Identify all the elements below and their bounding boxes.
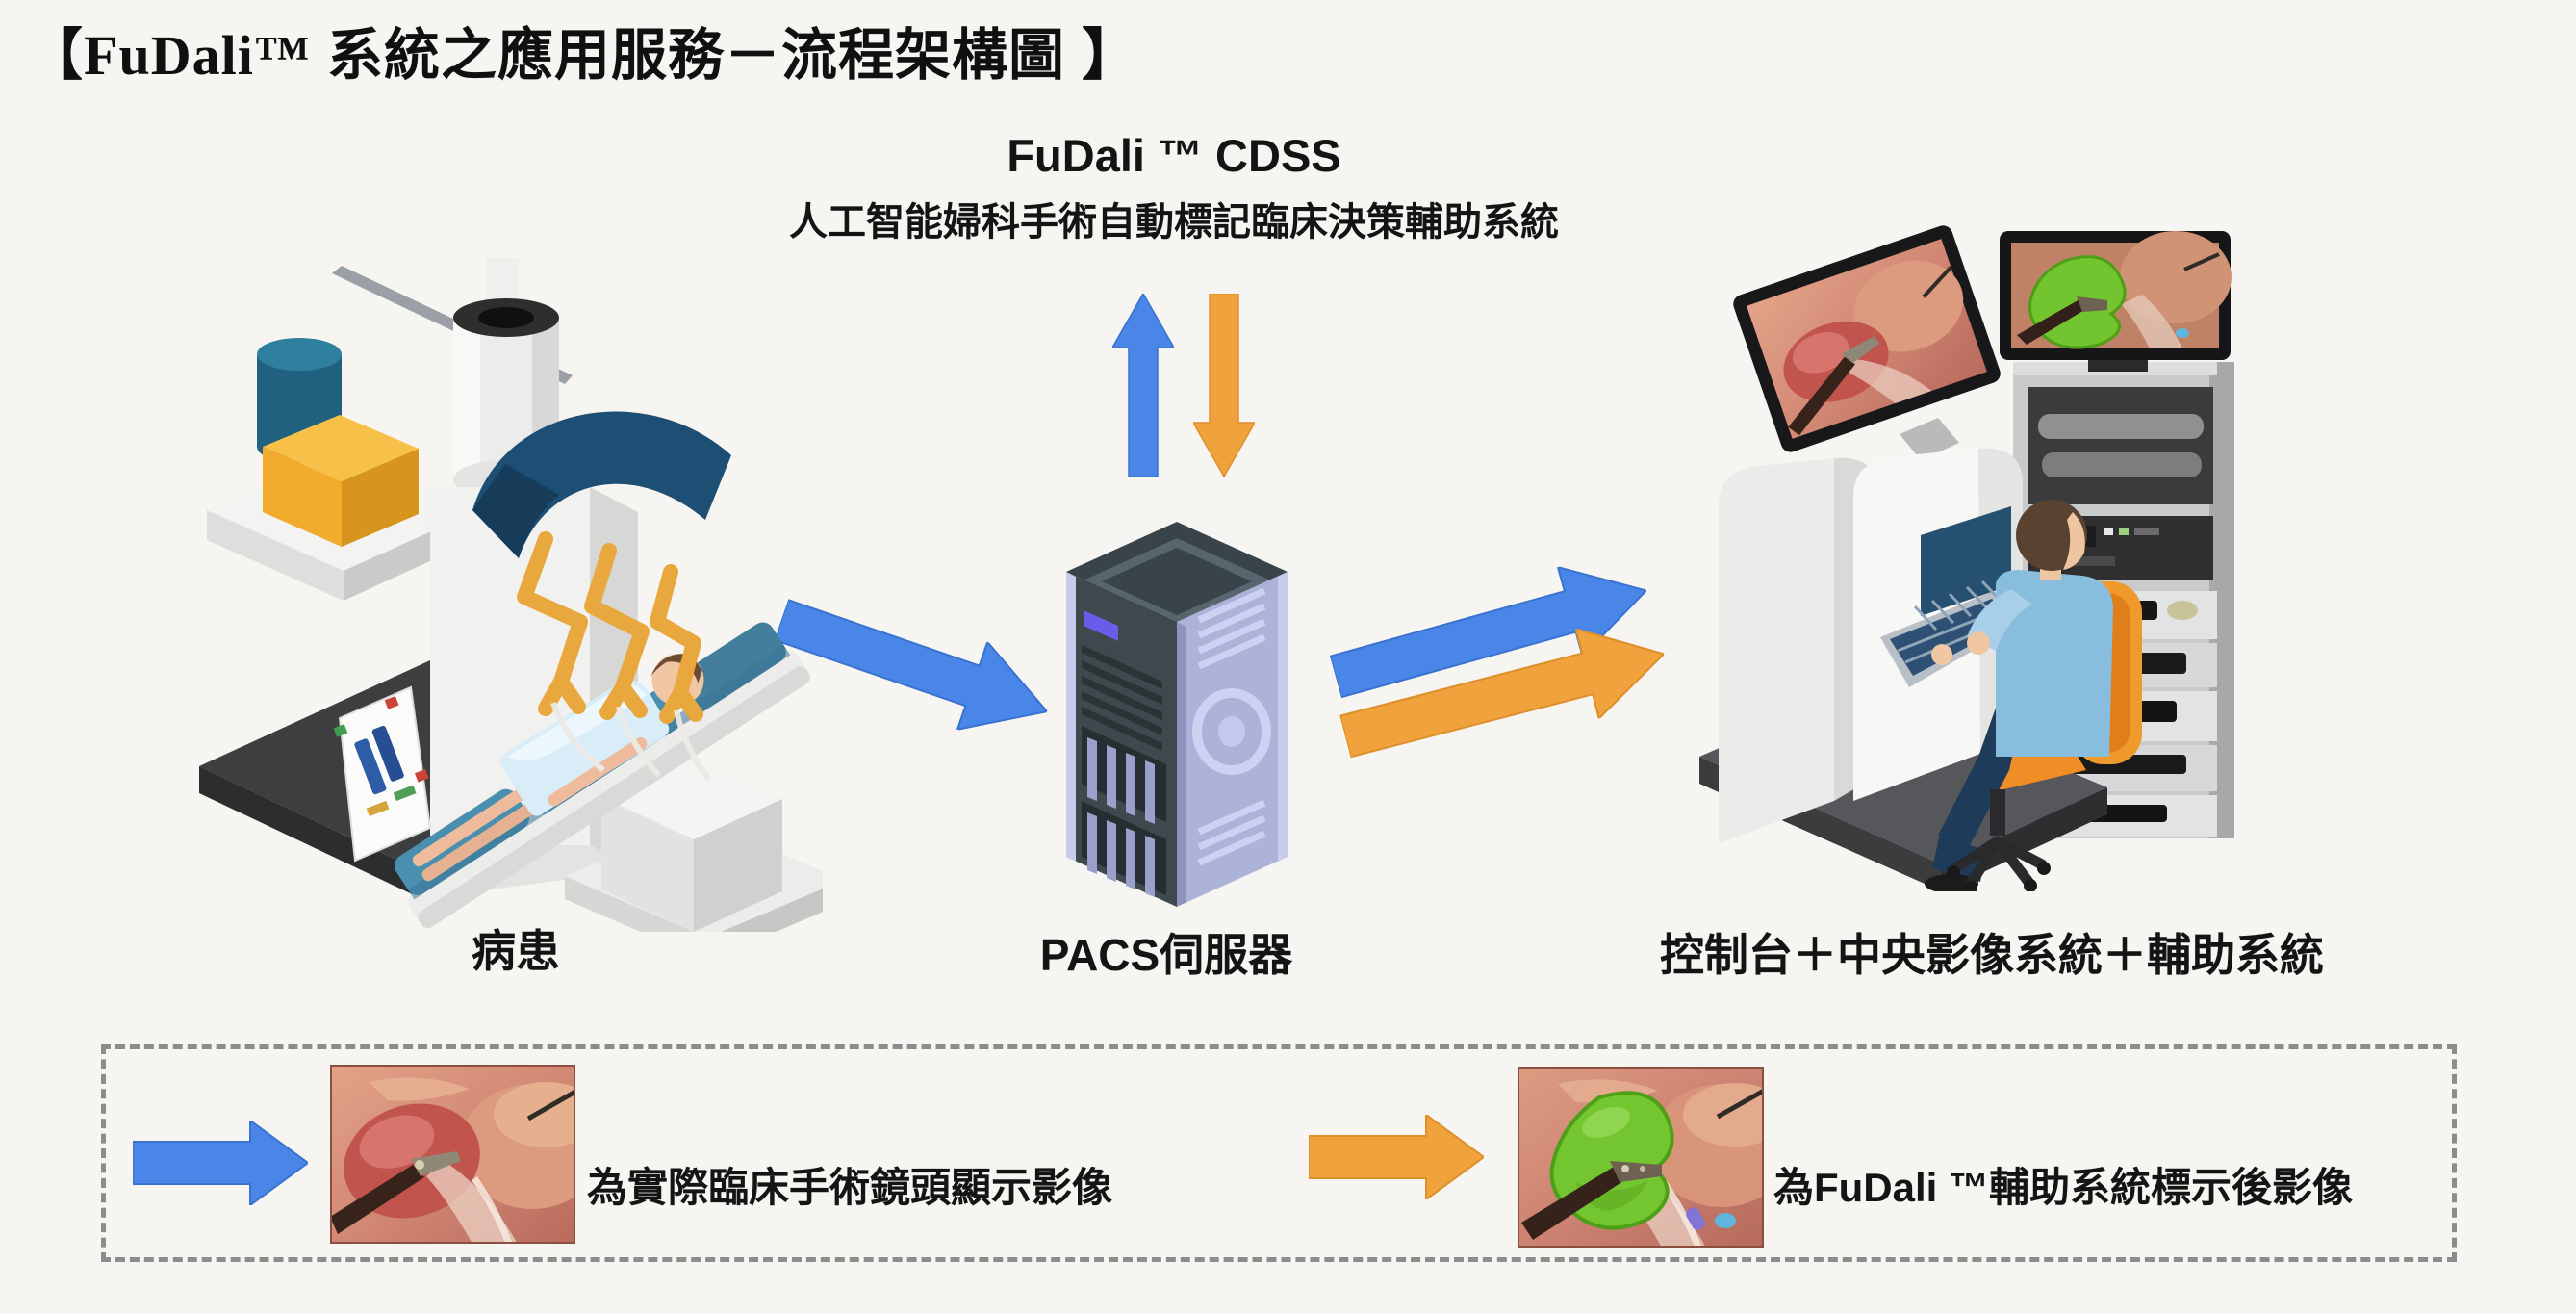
legend-box (101, 1044, 2457, 1262)
right-arrow-server-to-console-orange-icon (1334, 609, 1675, 782)
right-arrow-server-to-console-blue-icon (1323, 546, 1658, 721)
laparoscopic-camera-view (330, 1065, 575, 1244)
pacs-server-illustration (1066, 522, 1288, 907)
legend-orange-right-arrow-icon (1309, 1115, 1484, 1199)
cdss-heading: FuDali ™ CDSS (1007, 130, 1341, 181)
cdss-subheading: 人工智能婦科手術自動標記臨床決策輔助系統 (789, 201, 1559, 244)
down-arrow-icon (1193, 294, 1255, 477)
legend-blue-right-arrow-icon (133, 1121, 308, 1205)
right-arrow-patient-to-server-icon (766, 577, 1061, 756)
raw-image-caption: 為實際臨床手術鏡頭顯示影像 (587, 1165, 1113, 1210)
annotated-image-caption: 為FuDali ™輔助系統標示後影像 (1773, 1165, 2354, 1210)
patient-surgery-illustration (188, 258, 823, 932)
patient-label: 病患 (472, 926, 560, 976)
fudali-annotated-view (1518, 1067, 1764, 1248)
title-brand: FuDali™ (84, 24, 311, 87)
page-title: 【FuDali™ 系統之應用服務－流程架構圖 】 (27, 10, 1138, 90)
up-arrow-icon (1112, 294, 1174, 477)
console-label: 控制台＋中央影像系統＋輔助系統 (1660, 930, 2324, 980)
console-operator-illustration (1690, 218, 2248, 891)
pacs-server-label: PACS伺服器 (1039, 930, 1293, 980)
title-close-bracket: 】 (1082, 24, 1139, 87)
title-rest: 系統之應用服務－流程架構圖 (310, 24, 1083, 87)
title-open-bracket: 【 (27, 24, 85, 87)
